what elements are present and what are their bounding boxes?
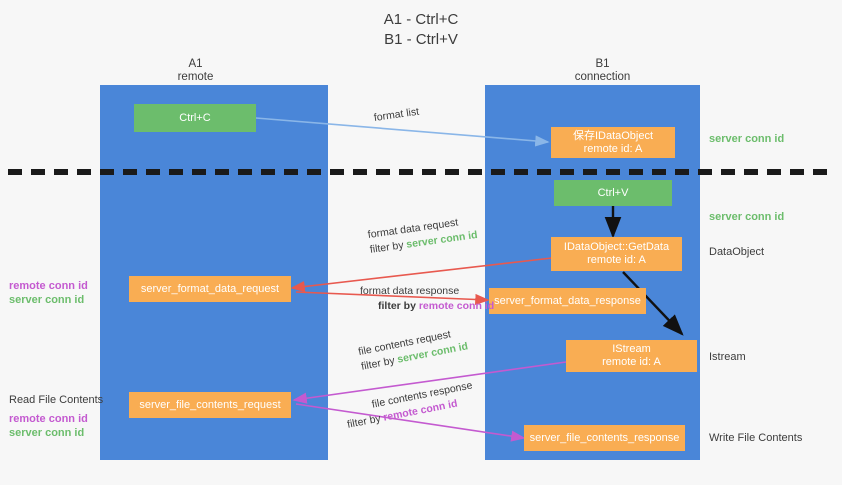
lane-header-b1: B1 connection (525, 58, 680, 84)
node-save-idataobject-line1: 保存IDataObject (572, 129, 654, 142)
page-title: A1 - Ctrl+C B1 - Ctrl+V (0, 10, 842, 50)
annotation-server-conn-id-top: server conn id (709, 133, 785, 145)
node-istream-line1: IStream (612, 343, 651, 355)
edge-format-data-response-filter-prefix: filter by (378, 300, 419, 312)
node-server-file-contents-request-label: server_file_contents_request (139, 398, 281, 411)
node-server-format-data-response[interactable]: server_format_data_response (489, 288, 646, 314)
node-ctrl-v-label: Ctrl+V (597, 186, 629, 199)
annotation-server-conn-id-mid: server conn id (9, 294, 85, 306)
edge-label-format-list: format list (373, 105, 420, 126)
annotation-remote-conn-id-bottom: remote conn id (9, 413, 88, 425)
node-idataobject-getdata[interactable]: IDataObject::GetData remote id: A (551, 237, 682, 271)
annotation-read-file-contents: Read File Contents (9, 394, 104, 406)
title-line-2: B1 - Ctrl+V (384, 31, 458, 48)
node-server-format-data-response-label: server_format_data_response (494, 294, 641, 307)
annotation-dataobject: DataObject (709, 246, 765, 258)
node-server-format-data-request[interactable]: server_format_data_request (129, 276, 291, 302)
node-ctrl-v[interactable]: Ctrl+V (554, 180, 672, 206)
title-line-1: A1 - Ctrl+C (383, 11, 459, 28)
node-server-file-contents-response-label: server_file_contents_response (529, 431, 680, 444)
lane-a1-name: A1 (188, 58, 203, 70)
edge-label-file-contents-request: file contents request filter by server c… (357, 325, 469, 375)
edge-format-data-request-filter-prefix: filter by (369, 238, 408, 256)
edge-format-data-response-text: format data response (360, 285, 460, 297)
node-server-format-data-request-label: server_format_data_request (140, 282, 280, 295)
annotation-server-conn-id-bottom: server conn id (9, 427, 85, 439)
annotation-istream: Istream (709, 351, 746, 363)
edge-format-data-response-filter-target: remote conn id (418, 300, 495, 312)
node-save-idataobject[interactable]: 保存IDataObject remote id: A (551, 127, 675, 158)
annotation-write-file-contents: Write File Contents (709, 432, 803, 444)
annotation-remote-conn-id-mid: remote conn id (9, 280, 88, 292)
node-ctrl-c-label: Ctrl+C (179, 111, 211, 124)
edge-label-format-data-response: format data response filter by remote co… (360, 284, 494, 314)
edge-label-format-list-text: format list (373, 105, 420, 124)
node-server-file-contents-request[interactable]: server_file_contents_request (129, 392, 291, 418)
node-server-file-contents-response[interactable]: server_file_contents_response (524, 425, 685, 451)
annotation-server-conn-id-second: server conn id (709, 211, 785, 223)
edge-label-format-data-request: format data request filter by server con… (367, 213, 479, 258)
node-save-idataobject-line2: remote id: A (583, 142, 643, 155)
lane-b1-role: connection (574, 71, 631, 83)
node-ctrl-c[interactable]: Ctrl+C (134, 104, 256, 132)
node-getdata-line2: remote id: A (587, 254, 646, 266)
node-getdata-line1: IDataObject::GetData (563, 241, 670, 253)
edge-label-file-contents-response: file contents response filter by remote … (343, 378, 476, 432)
lane-b1-name: B1 (595, 58, 610, 70)
node-istream[interactable]: IStream remote id: A (566, 340, 697, 372)
lane-header-a1: A1 remote (118, 58, 273, 84)
node-istream-line2: remote id: A (602, 356, 661, 368)
lane-a1-role: remote (177, 71, 214, 83)
